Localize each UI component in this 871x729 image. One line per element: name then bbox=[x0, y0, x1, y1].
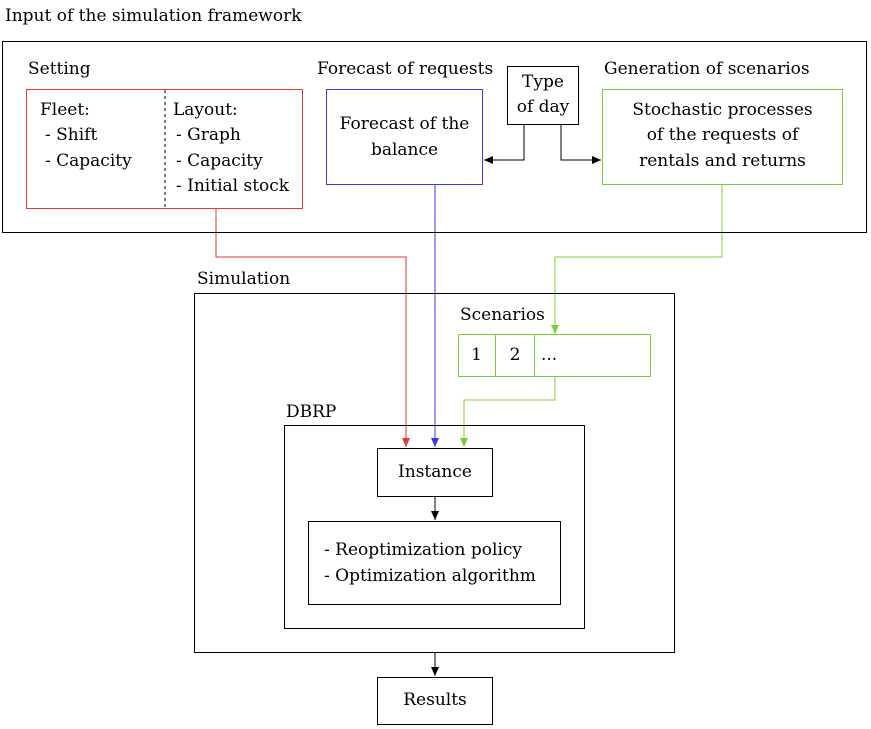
input-framework-frame bbox=[2, 41, 867, 233]
generation-box bbox=[602, 89, 843, 185]
type-of-day-line-1: Type bbox=[522, 72, 564, 92]
layout-item-graph: - Graph bbox=[176, 125, 241, 145]
policy-line-1: - Reoptimization policy bbox=[324, 540, 523, 560]
arrow-typeofday-to-forecast bbox=[484, 125, 525, 164]
dbrp-frame bbox=[284, 425, 585, 629]
generation-box-line-2: of the requests of bbox=[646, 125, 799, 145]
input-framework-label: Input of the simulation framework bbox=[5, 6, 302, 26]
forecast-box bbox=[326, 89, 483, 185]
forecast-box-line-2: balance bbox=[370, 140, 439, 160]
scenarios-label: Scenarios bbox=[460, 305, 545, 325]
results-label: Results bbox=[403, 690, 467, 710]
forecast-box-line-1: Forecast of the bbox=[339, 114, 470, 134]
policy-box bbox=[308, 521, 561, 605]
policy-line-2: - Optimization algorithm bbox=[324, 566, 536, 586]
forecast-label: Forecast of requests bbox=[317, 59, 494, 79]
fleet-title: Fleet: bbox=[40, 100, 90, 120]
dbrp-label: DBRP bbox=[286, 402, 337, 422]
layout-item-capacity: - Capacity bbox=[176, 151, 263, 171]
arrow-scenarios-to-instance bbox=[460, 377, 556, 447]
scenario-cell-more: ... bbox=[541, 345, 558, 365]
arrow-generation-to-scenarios bbox=[551, 185, 723, 334]
simulation-frame bbox=[194, 293, 675, 653]
generation-box-line-1: Stochastic processes bbox=[632, 100, 813, 120]
generation-box-line-3: rentals and returns bbox=[639, 151, 806, 171]
setting-box bbox=[26, 89, 303, 209]
setting-label: Setting bbox=[28, 59, 91, 79]
fleet-item-shift: - Shift bbox=[45, 125, 98, 145]
generation-label: Generation of scenarios bbox=[604, 59, 810, 79]
instance-label: Instance bbox=[398, 462, 472, 482]
fleet-item-capacity: - Capacity bbox=[45, 151, 132, 171]
scenario-cell-divider-2 bbox=[534, 334, 535, 377]
type-of-day-line-2: of day bbox=[516, 97, 570, 117]
scenario-cell-divider-1 bbox=[495, 334, 496, 377]
instance-box bbox=[377, 448, 493, 497]
layout-title: Layout: bbox=[173, 100, 238, 120]
scenario-cell-1: 1 bbox=[471, 345, 482, 365]
arrow-typeofday-to-generation bbox=[560, 125, 601, 164]
results-box bbox=[377, 677, 493, 725]
scenario-cell-2: 2 bbox=[509, 345, 521, 365]
type-of-day-box bbox=[507, 66, 579, 125]
layout-item-initial-stock: - Initial stock bbox=[176, 176, 290, 196]
scenarios-strip bbox=[458, 334, 651, 377]
arrow-setting-to-instance bbox=[215, 209, 410, 447]
simulation-label: Simulation bbox=[197, 269, 291, 289]
